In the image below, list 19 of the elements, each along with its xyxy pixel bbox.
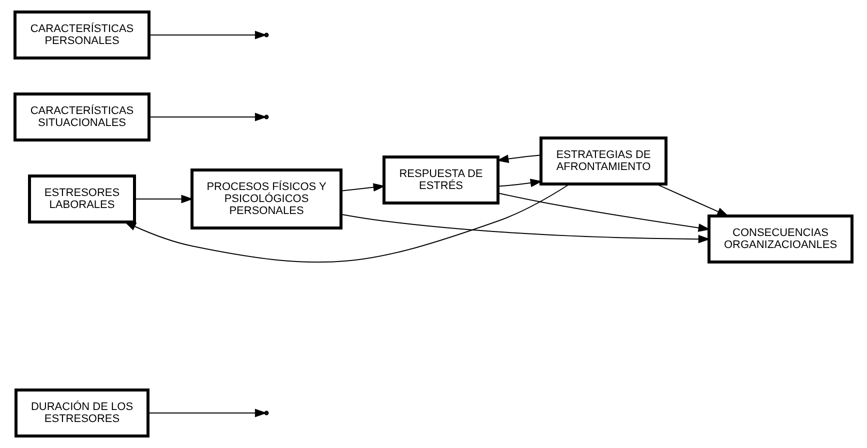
node-box: RESPUESTA DE ESTRÉS	[382, 156, 500, 204]
node-box: CARACTERÍSTICAS SITUACIONALES	[14, 92, 150, 142]
arrow	[148, 408, 267, 418]
node-box: DURACIÓN DE LOS ESTRESORES	[14, 388, 150, 438]
arrow	[124, 184, 570, 263]
arrow	[134, 194, 194, 204]
node-box: CONSECUENCIAS ORGANIZACIOANLES	[708, 214, 854, 264]
arrow	[340, 183, 386, 192]
arrow	[340, 214, 710, 244]
arrow	[496, 154, 542, 163]
node-box: CARACTERÍSTICAS PERSONALES	[14, 10, 150, 60]
arrow	[148, 112, 267, 122]
arrow	[498, 192, 710, 232]
node-box: ESTRESORES LABORALES	[28, 174, 136, 224]
arrow	[498, 178, 542, 188]
node-box: PROCESOS FÍSICOS Y PSICOLÓGICOS PERSONALES	[190, 168, 342, 230]
arrow	[148, 30, 267, 40]
arrow	[656, 184, 730, 217]
node-box: ESTRATEGIAS DE AFRONTAMIENTO	[540, 136, 668, 186]
